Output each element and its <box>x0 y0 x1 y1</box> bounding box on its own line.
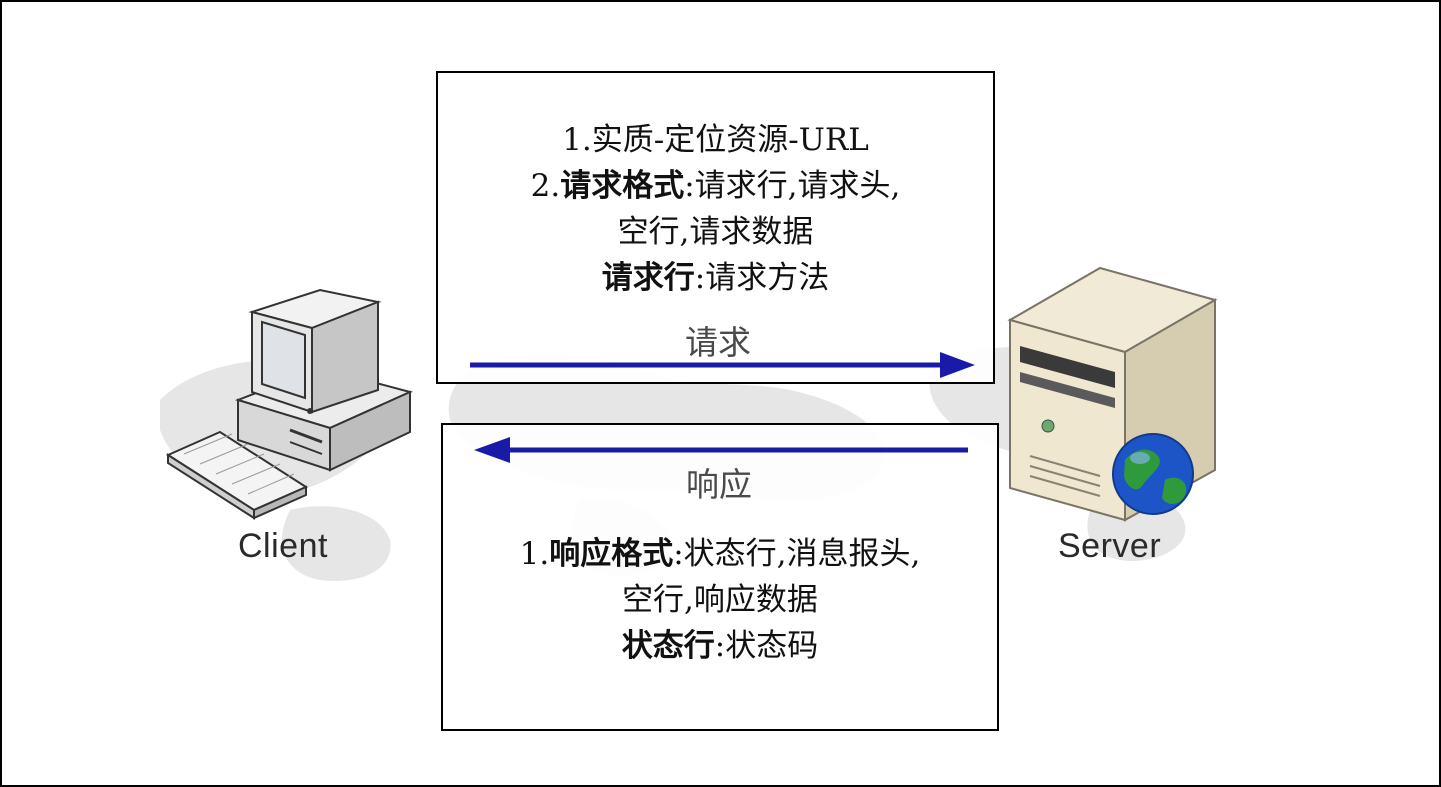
request-arrow-label: 请求 <box>685 323 751 362</box>
request-details: 1.实质-定位资源-URL 2.请求格式:请求行,请求头, 空行,请求数据 请求… <box>438 117 993 301</box>
response-line-3: 状态行:状态码 <box>443 623 997 669</box>
response-line-2: 空行,响应数据 <box>622 582 818 618</box>
response-details: 1.响应格式:状态行,消息报头, 空行,响应数据 状态行:状态码 <box>443 531 997 669</box>
response-format-label: 响应格式 <box>549 536 674 572</box>
request-line-4-rest: :请求方法 <box>694 260 830 296</box>
response-line-1-prefix: 1. <box>519 536 550 572</box>
client-label: Client <box>238 527 328 565</box>
request-line-2-prefix: 2. <box>530 168 561 204</box>
response-arrow <box>474 437 968 463</box>
request-line-label: 请求行 <box>601 260 695 296</box>
request-arrow <box>470 352 975 378</box>
request-format-label: 请求格式 <box>560 168 685 204</box>
request-box: 1.实质-定位资源-URL 2.请求格式:请求行,请求头, 空行,请求数据 请求… <box>436 71 995 384</box>
response-line-1: 1.响应格式:状态行,消息报头, <box>443 531 997 577</box>
request-line-4: 请求行:请求方法 <box>438 255 993 301</box>
request-line-1: 1.实质-定位资源-URL <box>562 122 869 158</box>
response-line-3-rest: :状态码 <box>714 628 819 664</box>
status-line-label: 状态行 <box>621 628 715 664</box>
request-line-2: 2.请求格式:请求行,请求头, <box>438 163 993 209</box>
request-line-3: 空行,请求数据 <box>617 214 814 250</box>
response-line-1-rest: :状态行,消息报头, <box>673 536 921 572</box>
request-line-2-rest: :请求行,请求头, <box>684 168 901 204</box>
response-arrow-label: 响应 <box>686 465 752 504</box>
response-box: 1.响应格式:状态行,消息报头, 空行,响应数据 状态行:状态码 <box>441 423 999 731</box>
server-label: Server <box>1058 527 1162 565</box>
